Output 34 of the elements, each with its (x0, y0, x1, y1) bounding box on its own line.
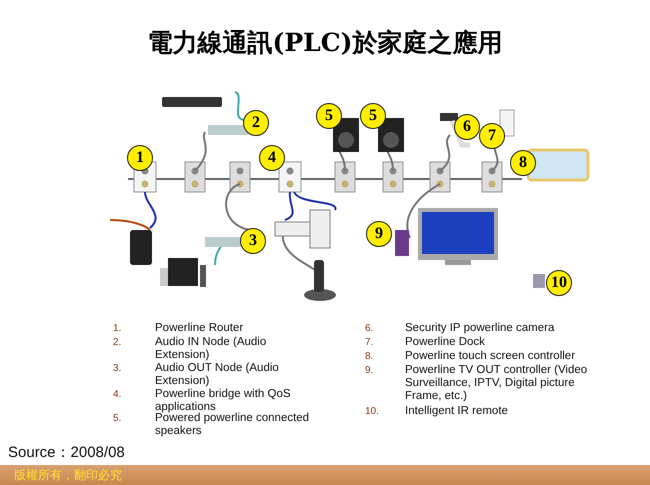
callout-number: 1 (127, 145, 153, 171)
list-number: 4. (113, 389, 122, 400)
list-item: Powerline Dock (405, 336, 486, 349)
callout-number: 5 (316, 103, 342, 129)
list-number: 3. (113, 363, 122, 374)
callout-number: 10 (546, 270, 572, 296)
list-number: 2. (113, 337, 122, 348)
callout-number: 4 (259, 145, 285, 171)
list-item: Powerline TV OUT controller (Video Surveillance, IPTV, Digital picture Frame, etc.) (405, 364, 588, 403)
callout-number: 6 (454, 114, 480, 140)
callout-number: 5 (360, 103, 386, 129)
list-number: 1. (113, 323, 122, 334)
list-number: 10. (365, 406, 379, 417)
title: 電力線通訊(PLC)於家庭之應用 (146, 27, 504, 59)
callout-number: 8 (510, 150, 536, 176)
copyright-note: 版權所有，翻印必究 (14, 467, 122, 484)
callout-number: 9 (366, 221, 392, 247)
list-number: 9. (365, 365, 374, 376)
callout-number: 7 (479, 123, 505, 149)
list-item: Powered powerline connected speakers (155, 412, 310, 438)
source-note: Source：2008/08 (8, 443, 125, 462)
callout-number: 2 (243, 110, 269, 136)
list-item: Powerline touch screen controller (405, 350, 576, 363)
list-number: 6. (365, 323, 374, 334)
list-number: 5. (113, 413, 122, 424)
list-number: 8. (365, 351, 374, 362)
list-item: Intelligent IR remote (405, 405, 509, 418)
list-item: Powerline bridge with QoS applications (155, 388, 291, 413)
list-item: Audio IN Node (Audio Extension) (155, 336, 268, 362)
list-item: Security IP powerline camera (405, 322, 556, 335)
list-item: Audio OUT Node (Audio Extension) (155, 362, 280, 388)
list-item: Powerline Router (155, 322, 244, 335)
list-number: 7. (365, 337, 374, 348)
callout-number: 3 (240, 228, 266, 254)
